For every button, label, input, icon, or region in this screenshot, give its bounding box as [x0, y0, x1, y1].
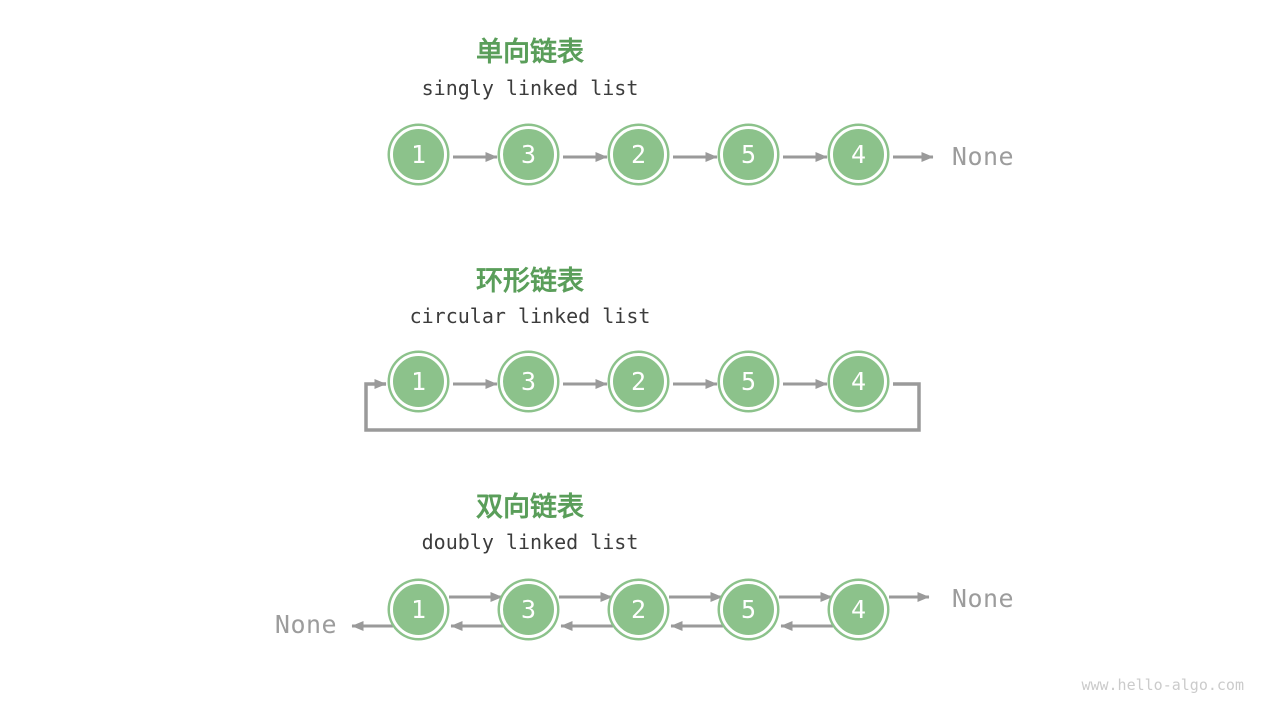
tail-none-label-doubly: None: [951, 584, 1015, 613]
list-node: 1: [390, 581, 447, 638]
node-value: 3: [520, 367, 537, 396]
node-value: 1: [410, 367, 427, 396]
node-value: 4: [850, 595, 867, 624]
node-value: 3: [520, 140, 537, 169]
list-node: 5: [720, 581, 777, 638]
list-node: 1: [390, 126, 447, 183]
node-value: 5: [740, 367, 757, 396]
circular-arrows: [364, 379, 921, 432]
list-node: 4: [830, 126, 887, 183]
list-node: 2: [610, 581, 667, 638]
list-node: 5: [720, 126, 777, 183]
tail-none-label-singly: None: [951, 142, 1015, 171]
section-title-circular: 环形链表: [476, 266, 584, 296]
list-node: 2: [610, 353, 667, 410]
doubly-arrows: [351, 592, 930, 631]
node-value: 5: [740, 140, 757, 169]
list-node: 5: [720, 353, 777, 410]
list-node: 3: [500, 353, 557, 410]
arrow-loop-back: [364, 379, 921, 432]
website-watermark: www.hello-algo.com: [1081, 676, 1244, 694]
section-subtitle-doubly: doubly linked list: [421, 530, 639, 554]
section-title-doubly: 双向链表: [476, 492, 584, 522]
node-value: 2: [630, 140, 647, 169]
node-value: 5: [740, 595, 757, 624]
node-value: 3: [520, 595, 537, 624]
list-node: 3: [500, 126, 557, 183]
list-node: 4: [830, 581, 887, 638]
node-value: 2: [630, 595, 647, 624]
node-value: 4: [850, 140, 867, 169]
node-value: 2: [630, 367, 647, 396]
list-node: 2: [610, 126, 667, 183]
list-node: 4: [830, 353, 887, 410]
head-none-label-doubly: None: [274, 610, 338, 639]
list-node: 3: [500, 581, 557, 638]
node-value: 1: [410, 140, 427, 169]
node-value: 1: [410, 595, 427, 624]
list-node: 1: [390, 353, 447, 410]
node-value: 4: [850, 367, 867, 396]
section-subtitle-singly: singly linked list: [421, 76, 639, 100]
section-title-singly: 单向链表: [476, 37, 584, 67]
section-subtitle-circular: circular linked list: [409, 304, 651, 328]
